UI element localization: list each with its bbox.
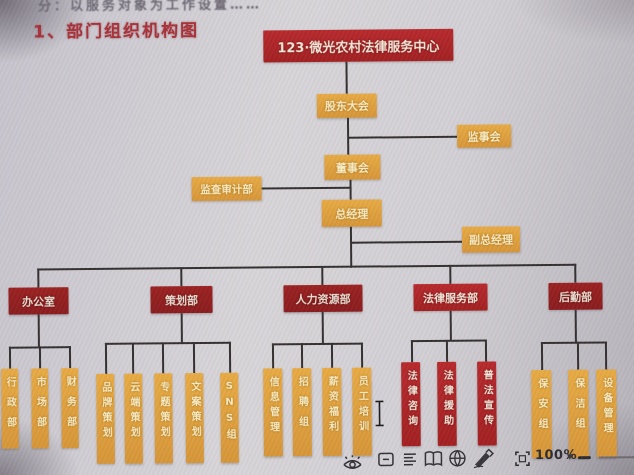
connector: [271, 343, 275, 369]
org-leaf-security-group: 保安组: [531, 369, 552, 459]
connector: [574, 263, 577, 283]
connector: [449, 264, 452, 284]
connector: [410, 339, 487, 343]
connector: [180, 313, 183, 344]
pen-icon[interactable]: [471, 447, 496, 469]
fit-screen-icon[interactable]: [514, 450, 531, 467]
connector: [540, 342, 544, 371]
connector: [321, 311, 324, 344]
connector: [349, 226, 353, 268]
connector: [37, 314, 40, 348]
connector: [330, 342, 334, 368]
eye-icon[interactable]: [341, 453, 364, 473]
connector: [360, 342, 364, 368]
connector: [8, 346, 12, 369]
connector: [104, 341, 231, 345]
connector: [449, 310, 452, 341]
org-node-dept-planning: 策划部: [150, 285, 213, 314]
org-leaf-brand-planning: 品牌策划: [96, 373, 115, 464]
connector: [180, 267, 183, 287]
org-leaf-market: 市场部: [31, 368, 49, 449]
org-leaf-legal-consulting: 法律咨询: [401, 362, 421, 447]
org-node-audit-department: 监查审计部: [191, 176, 262, 202]
connector: [540, 341, 607, 345]
connector: [410, 340, 414, 363]
org-node-root: 123·微光农村法律服务中心: [263, 28, 454, 63]
connector: [68, 346, 72, 369]
connector: [348, 135, 458, 139]
org-leaf-sns-group: SNS组: [220, 372, 239, 463]
org-leaf-recruitment: 招聘组: [292, 368, 312, 457]
org-leaf-special-planning: 专题策划: [154, 373, 173, 464]
connector: [228, 341, 232, 373]
org-node-shareholders-meeting: 股东大会: [316, 93, 377, 118]
org-node-supervisory-board: 监事会: [457, 124, 512, 148]
connector: [574, 309, 577, 343]
connector: [576, 341, 580, 370]
connector: [261, 186, 352, 190]
org-node-deputy-general-manager: 副总经理: [461, 226, 521, 253]
text-cursor: [373, 399, 385, 431]
org-leaf-employee-training: 员工培训: [352, 367, 372, 456]
org-node-dept-legal-service: 法律服务部: [413, 283, 488, 312]
section-heading: 1、部门组织机构图: [33, 16, 199, 42]
org-leaf-legal-aid: 法律援助: [437, 361, 457, 446]
connector: [104, 342, 108, 374]
comment-icon[interactable]: [377, 450, 395, 468]
org-leaf-legal-publicity: 普法宣传: [477, 361, 497, 446]
connector: [445, 339, 449, 362]
org-leaf-salary-benefits: 薪资福利: [322, 367, 342, 456]
cropped-paragraph-text: 分：以服务对象为工作设置……: [37, 0, 263, 15]
org-leaf-cloud-planning: 云端策划: [124, 373, 143, 464]
org-node-dept-logistics: 后勤部: [548, 282, 603, 310]
connector: [351, 240, 463, 244]
connector: [131, 342, 135, 374]
connector: [192, 342, 196, 374]
connector: [37, 268, 40, 288]
heading-title: 部门组织机构图: [65, 21, 200, 43]
connector: [349, 179, 352, 200]
connector: [38, 346, 42, 369]
outline-icon[interactable]: [401, 450, 419, 468]
org-leaf-finance: 财务部: [61, 368, 79, 449]
connector: [271, 342, 363, 346]
zoom-dropdown-caret[interactable]: ▾: [566, 449, 573, 463]
heading-number: 1、: [33, 22, 67, 43]
web-layout-icon[interactable]: [448, 449, 467, 468]
org-leaf-copy-planning: 文案策划: [185, 372, 204, 464]
org-leaf-info-management: 信息管理: [263, 368, 283, 457]
zoom-out-icon[interactable]: [577, 454, 592, 462]
connector: [321, 265, 324, 285]
org-leaf-admin: 行政部: [1, 368, 19, 449]
read-mode-icon[interactable]: [423, 450, 444, 468]
connector: [161, 342, 165, 374]
zoom-slider[interactable]: [598, 456, 634, 459]
connector: [484, 339, 488, 362]
org-leaf-cleaning-group: 保洁组: [568, 369, 589, 458]
org-node-dept-hr: 人力资源部: [283, 284, 363, 313]
connector: [604, 341, 608, 370]
org-node-dept-office: 办公室: [8, 287, 69, 315]
org-leaf-equipment-management: 设备管理: [596, 369, 617, 458]
connector: [300, 343, 304, 369]
connector: [345, 61, 348, 94]
connector: [37, 263, 577, 271]
org-node-general-manager: 总经理: [321, 199, 382, 227]
org-node-board-of-directors: 董事会: [324, 154, 381, 180]
